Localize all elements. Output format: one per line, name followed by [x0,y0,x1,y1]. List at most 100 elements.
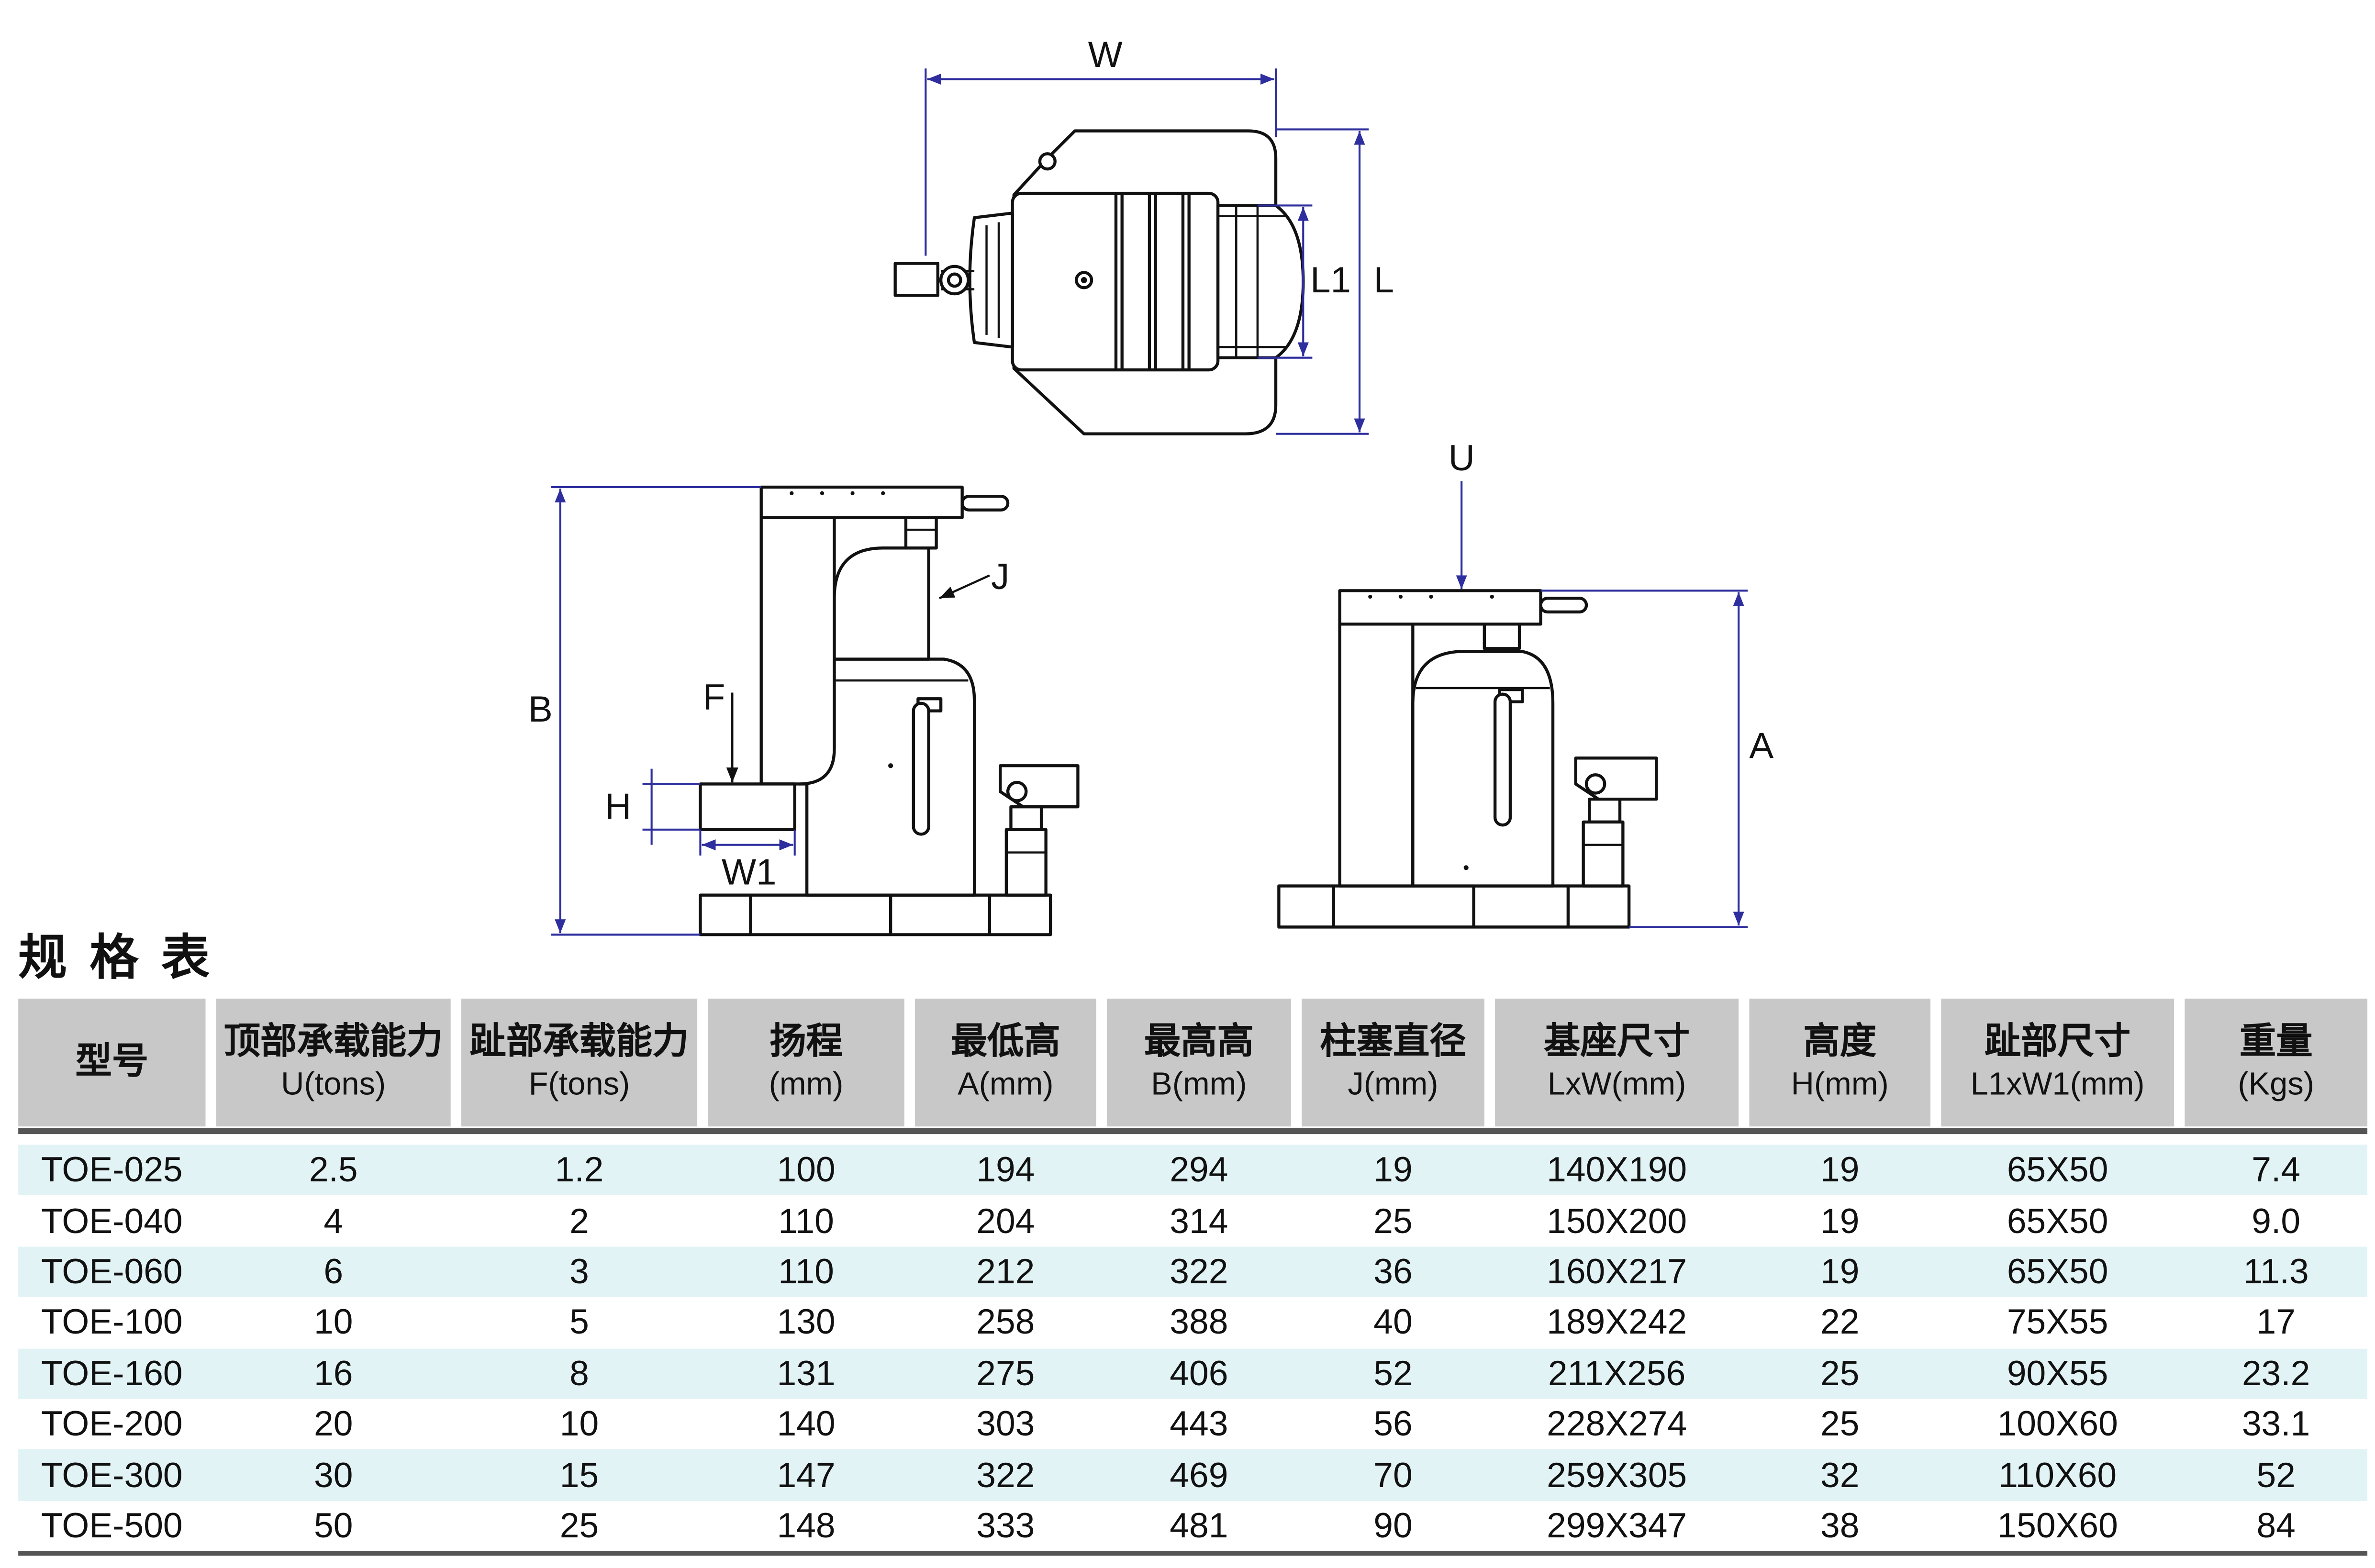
header-label: 趾部尺寸 [1984,1021,2131,1063]
table-cell: 2.5 [309,1149,358,1190]
side-view-grip [1493,692,1512,827]
model-cell: TOE-100 [41,1302,183,1342]
table-cell: 110X60 [1998,1454,2117,1494]
table-cell: 469 [1170,1454,1228,1494]
table-cell: 150X60 [1997,1505,2118,1545]
table-cell: 84 [2256,1505,2296,1545]
table-cell: 110 [778,1200,834,1240]
table-cell: 16 [314,1353,353,1393]
dim-a-label: A [1749,725,1773,766]
header-unit: LxW(mm) [1547,1067,1686,1102]
model-cell: TOE-060 [41,1251,183,1291]
table-cell: 65X50 [2007,1251,2108,1291]
header-label: 重量 [2239,1021,2313,1063]
table-cell: 147 [777,1454,836,1494]
table-cell: 25 [1820,1403,1860,1444]
table-cell: 6 [323,1251,344,1291]
table-cell: 7.4 [2252,1149,2301,1190]
table-cell: 52 [2256,1454,2296,1494]
table-cell: 32 [1820,1454,1860,1494]
table-cell: 38 [1820,1505,1860,1545]
side-view-column [1338,623,1415,888]
table-cell: 333 [976,1505,1035,1545]
table-cell: 65X50 [2007,1200,2108,1240]
force-f-label: F [703,677,725,718]
header-unit: H(mm) [1791,1067,1889,1102]
table-cell: 322 [1170,1251,1228,1291]
table-cell: 8 [569,1353,589,1393]
front-view: B F H W1 J [528,485,1080,936]
table-cell: 22 [1820,1302,1860,1342]
table-cell: 25 [1820,1353,1860,1393]
header-unit: F(tons) [528,1067,630,1102]
dim-w-label: W [1088,34,1123,75]
load-u-label: U [1449,438,1475,478]
table-cell: 160X217 [1547,1251,1687,1291]
header-unit: U(tons) [281,1067,386,1102]
table-cell: 100 [777,1149,836,1190]
table-cell: 56 [1373,1403,1413,1444]
table-cell: 140X190 [1547,1149,1687,1190]
header-label: 最高高 [1144,1021,1254,1063]
dim-w1-label: W1 [722,852,777,892]
header-unit: (Kgs) [2238,1067,2315,1102]
table-cell: 5 [569,1302,589,1342]
top-view-nose [1216,204,1305,359]
table-cell: 131 [777,1353,836,1393]
side-view-pump-cylinder [1582,820,1625,888]
top-view-center-bolt-dot [1081,277,1087,283]
table-cell: 15 [559,1454,599,1494]
header-rule [18,1128,2368,1134]
table-cell: 443 [1170,1403,1228,1444]
model-cell: TOE-160 [41,1353,183,1393]
header-unit: J(mm) [1348,1067,1438,1102]
front-view-plunger-cap [904,516,938,550]
table-cell: 25 [559,1505,599,1545]
front-view-frame-arm [759,516,836,786]
front-view-pump-cylinder [1004,828,1048,897]
table-cell: 140 [777,1403,836,1444]
table-cell: 9.0 [2252,1200,2301,1240]
top-view: W L1 L [893,34,1394,435]
model-cell: TOE-025 [41,1149,183,1190]
side-view-top-handle [1539,597,1588,614]
table-cell: 388 [1170,1302,1228,1342]
table-cell: 189X242 [1547,1302,1687,1342]
header-label: 趾部承载能力 [469,1021,689,1063]
top-view-knob [1038,152,1057,171]
table-cell: 10 [314,1302,353,1342]
table-cell: 19 [1820,1200,1860,1240]
table-cell: 19 [1373,1149,1413,1190]
plunger-j-leader [939,574,990,600]
header-label: 最低高 [950,1021,1060,1063]
table-cell: 90X55 [2007,1353,2108,1393]
header-label: 柱塞直径 [1320,1021,1466,1063]
table-cell: 19 [1820,1251,1860,1291]
table-cell: 228X274 [1547,1403,1687,1444]
side-view-base [1277,884,1631,929]
table-cell: 33.1 [2241,1403,2310,1444]
header-cell: 重量 (Kgs) [2185,998,2368,1127]
table-cell: 100X60 [1997,1403,2118,1444]
table-cell: 90 [1373,1505,1413,1545]
table-cell: 212 [976,1251,1035,1291]
table-cell: 299X347 [1547,1505,1687,1545]
table-cell: 194 [976,1149,1035,1190]
dim-b-label: B [528,689,553,730]
table-cell: 303 [976,1403,1035,1444]
table-cell: 30 [314,1454,353,1494]
front-view-toe [699,782,796,832]
side-view-plunger-cap [1483,623,1521,650]
header-label: 基座尺寸 [1543,1021,1690,1063]
table-cell: 52 [1373,1353,1413,1393]
front-view-top-handle [960,494,1010,512]
table-cell: 19 [1820,1149,1860,1190]
